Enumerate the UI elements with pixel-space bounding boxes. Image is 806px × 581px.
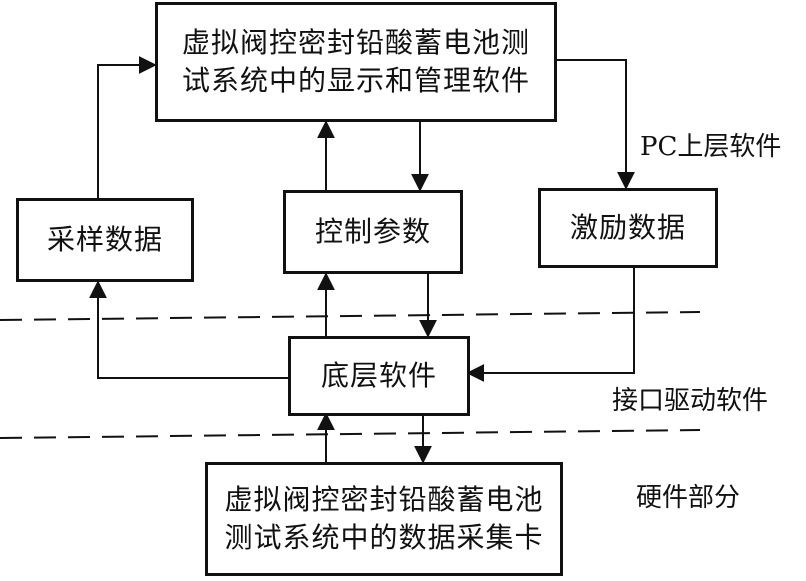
top-software-label: 虚拟阀控密封铅酸蓄电池测试系统中的显示和管理软件 (181, 26, 530, 97)
interface-hardware-divider (0, 429, 701, 439)
excitation-data-label: 激励数据 (569, 211, 686, 244)
bottom-software-label: 底层软件 (320, 359, 437, 392)
arrow-sampling-to-top (97, 56, 157, 198)
control-params-label: 控制参数 (314, 215, 431, 248)
acquisition-card-label: 虚拟阀控密封铅酸蓄电池测试系统中的数据采集卡 (224, 483, 544, 554)
top-software-box: 虚拟阀控密封铅酸蓄电池测试系统中的显示和管理软件 (155, 2, 557, 122)
sampling-data-box: 采样数据 (16, 198, 194, 282)
sampling-data-label: 采样数据 (46, 223, 163, 256)
pc-software-layer-label: PC上层软件 (640, 132, 782, 162)
arrow-excitation-to-bottom (466, 266, 635, 382)
bottom-software-box: 底层软件 (288, 336, 470, 416)
arrow-bottom-to-sampling (89, 280, 290, 379)
excitation-data-box: 激励数据 (538, 188, 718, 268)
arrow-top-to-excitation (557, 59, 635, 190)
control-params-box: 控制参数 (283, 190, 463, 274)
interface-driver-layer-label: 接口驱动软件 (612, 386, 769, 416)
pc-interface-divider (0, 311, 701, 321)
acquisition-card-box: 虚拟阀控密封铅酸蓄电池测试系统中的数据采集卡 (205, 462, 563, 576)
hardware-layer-label: 硬件部分 (636, 483, 741, 513)
